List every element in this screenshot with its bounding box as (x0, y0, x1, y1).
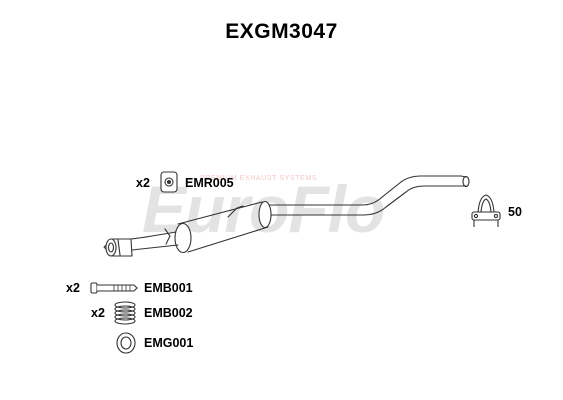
bolt-qty: x2 (66, 281, 80, 295)
bolt-code: EMB001 (144, 281, 193, 295)
rubber-mount-qty: x2 (136, 176, 150, 190)
gasket-ring-icon (116, 332, 136, 354)
watermark-tagline: PREMIUM EXHAUST SYSTEMS (200, 175, 317, 182)
spring-qty: x2 (91, 306, 105, 320)
spring-icon (114, 301, 136, 325)
rubber-mount-icon (160, 171, 178, 193)
part-number-title: EXGM3047 (225, 20, 338, 43)
exhaust-silencer-icon (103, 175, 470, 257)
bolt-icon (90, 282, 138, 294)
clamp-qty: 50 (508, 205, 522, 219)
spring-code: EMB002 (144, 306, 193, 320)
u-clamp-icon (471, 194, 501, 227)
rubber-mount-code: EMR005 (185, 176, 234, 190)
gasket-code: EMG001 (144, 336, 194, 350)
